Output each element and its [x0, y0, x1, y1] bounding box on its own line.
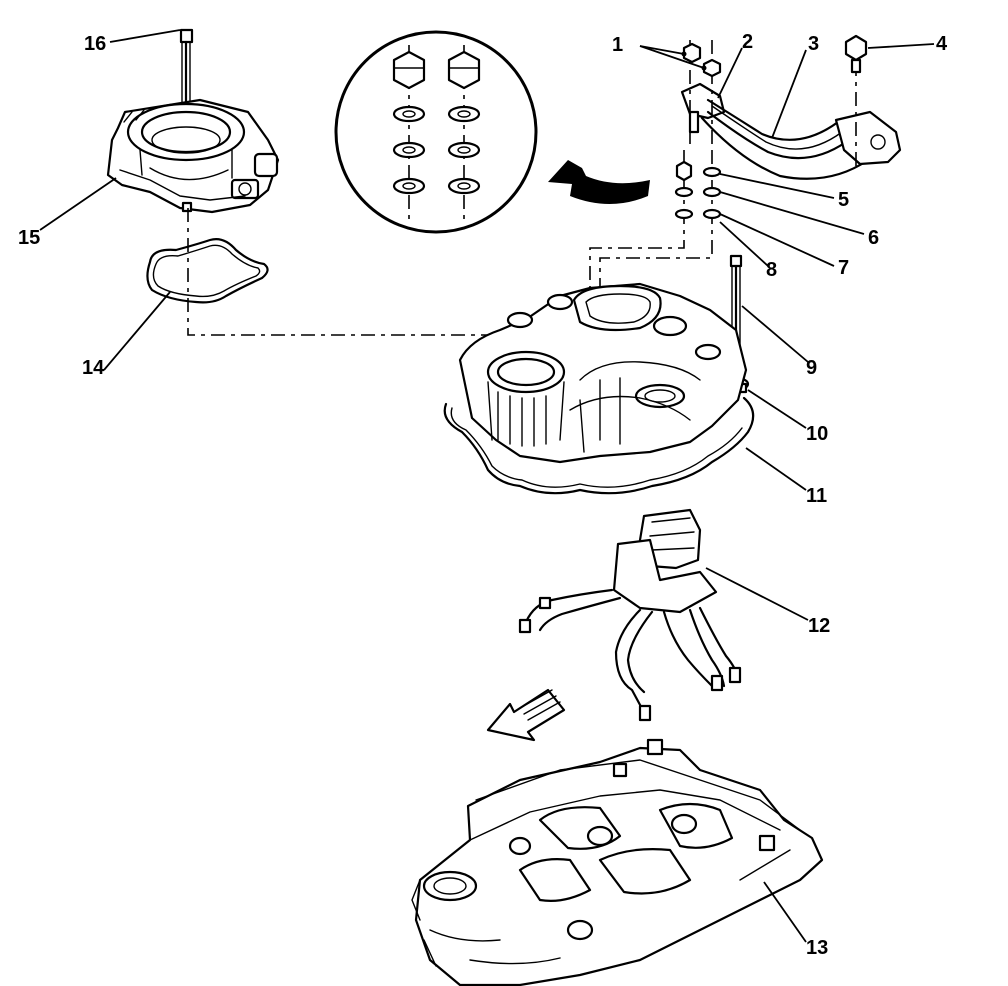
throttle-body-stud	[179, 28, 194, 114]
callout-5: 5	[838, 189, 849, 211]
callout-16: 16	[84, 33, 106, 55]
reference-arrow	[548, 160, 650, 204]
callout-8: 8	[766, 259, 777, 281]
callout-12: 12	[808, 615, 830, 637]
callout-4: 4	[936, 33, 948, 55]
callout-7: 7	[838, 257, 849, 279]
fastener-detail-magnifier	[334, 30, 538, 234]
fuel-feed-return-pipes	[680, 82, 902, 180]
callout-14: 14	[82, 357, 105, 379]
wiring-harness	[518, 508, 742, 722]
callout-3: 3	[808, 33, 819, 55]
callout-6: 6	[868, 227, 879, 249]
callout-11: 11	[806, 485, 827, 507]
callout-10: 10	[806, 423, 828, 445]
callout-1: 1	[612, 34, 623, 56]
throttle-body	[106, 98, 280, 214]
callout-13: 13	[806, 937, 828, 959]
leader-lines	[39, 29, 935, 943]
callout-2: 2	[742, 31, 753, 53]
throttle-body-gasket	[146, 238, 269, 304]
front-direction-arrow	[486, 688, 566, 742]
callout-15: 15	[18, 227, 40, 249]
upper-intake-manifold	[443, 282, 755, 495]
fuel-pipe-bolt	[844, 34, 868, 74]
callout-9: 9	[806, 357, 817, 379]
fuel-rail-fasteners	[674, 42, 722, 220]
callout-labels: 1 2 3 4 5 6 7 8 9 10 11 12 13 14 15 16	[18, 31, 948, 959]
lower-intake-manifold	[411, 738, 824, 986]
